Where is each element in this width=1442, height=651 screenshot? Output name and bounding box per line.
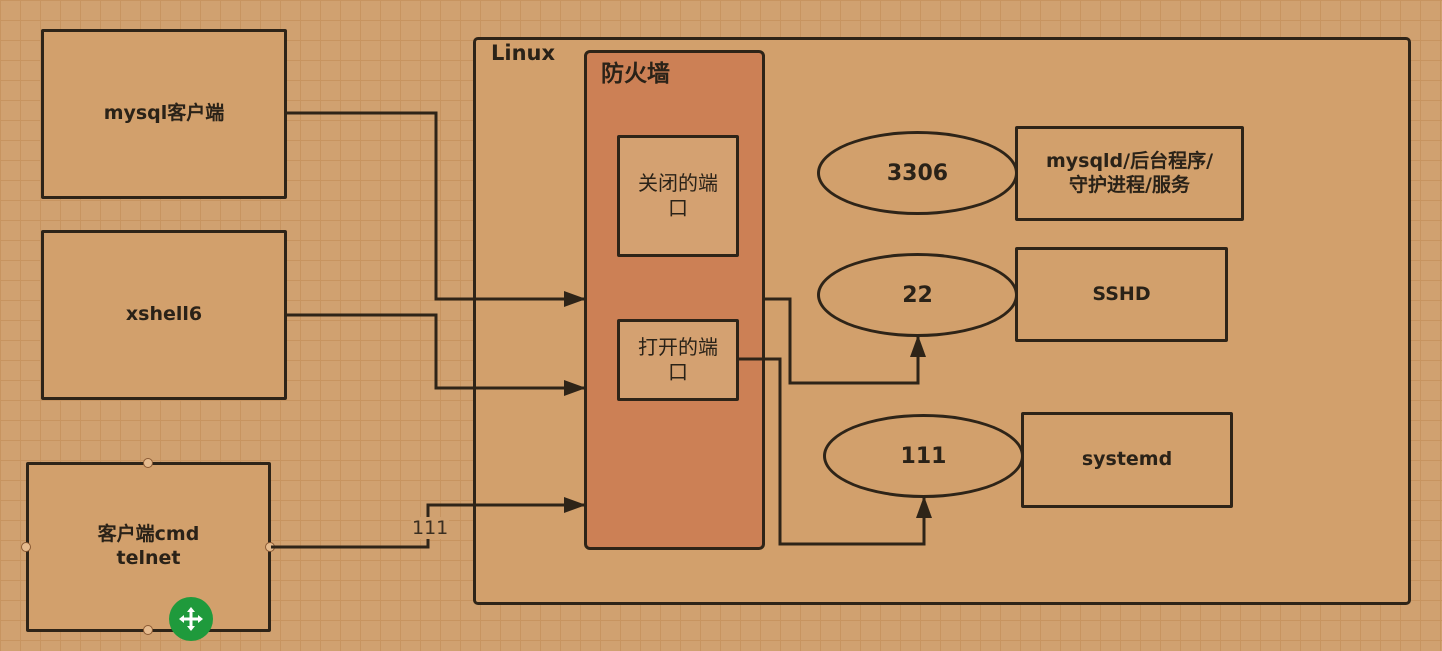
port-111-label: 111 xyxy=(900,443,947,469)
linux-title: Linux xyxy=(491,41,556,65)
service-sshd-label: SSHD xyxy=(1092,282,1151,305)
resize-handle-bottom[interactable] xyxy=(143,625,153,635)
connector-open-port-to-port-111[interactable] xyxy=(739,357,932,546)
service-sshd-box[interactable]: SSHD xyxy=(1015,247,1228,342)
open-port-box[interactable]: 打开的端 口 xyxy=(617,319,739,401)
open-port-label-line2: 口 xyxy=(668,360,688,384)
service-systemd-box[interactable]: systemd xyxy=(1021,412,1233,508)
connector-mysql-to-firewall[interactable] xyxy=(287,111,586,307)
resize-handle-top[interactable] xyxy=(143,458,153,468)
firewall-title: 防火墙 xyxy=(601,61,670,87)
service-mysqld-label-line1: mysqld/后台程序/ xyxy=(1045,149,1214,172)
xshell-client-label: xshell6 xyxy=(125,303,203,326)
firewall-box[interactable] xyxy=(584,50,765,550)
cmd-client-label-line1: 客户端cmd xyxy=(97,523,200,546)
mysql-client-label: mysql客户端 xyxy=(103,102,225,125)
closed-port-label-line1: 关闭的端 xyxy=(638,171,718,195)
service-mysqld-label-line2: 守护进程/服务 xyxy=(1069,173,1190,196)
resize-handle-left[interactable] xyxy=(21,542,31,552)
cmd-client-box[interactable]: 客户端cmd telnet xyxy=(26,462,271,632)
port-111-ellipse[interactable]: 111 xyxy=(823,414,1024,498)
xshell-client-box[interactable]: xshell6 xyxy=(41,230,287,400)
port-22-label: 22 xyxy=(902,282,933,308)
connector-label-111: 111 xyxy=(411,517,450,539)
connector-firewall-to-port-22[interactable] xyxy=(765,297,926,385)
mysql-client-box[interactable]: mysql客户端 xyxy=(41,29,287,199)
open-port-label-line1: 打开的端 xyxy=(638,335,718,359)
connector-xshell-to-firewall[interactable] xyxy=(287,313,586,396)
cmd-client-label-line2: telnet xyxy=(116,547,181,569)
move-arrows-icon xyxy=(179,607,203,631)
port-3306-label: 3306 xyxy=(886,160,949,186)
move-handle[interactable] xyxy=(169,597,213,641)
closed-port-box[interactable]: 关闭的端 口 xyxy=(617,135,739,257)
service-systemd-label: systemd xyxy=(1081,448,1173,471)
closed-port-label-line2: 口 xyxy=(668,196,688,220)
service-mysqld-box[interactable]: mysqld/后台程序/ 守护进程/服务 xyxy=(1015,126,1244,221)
